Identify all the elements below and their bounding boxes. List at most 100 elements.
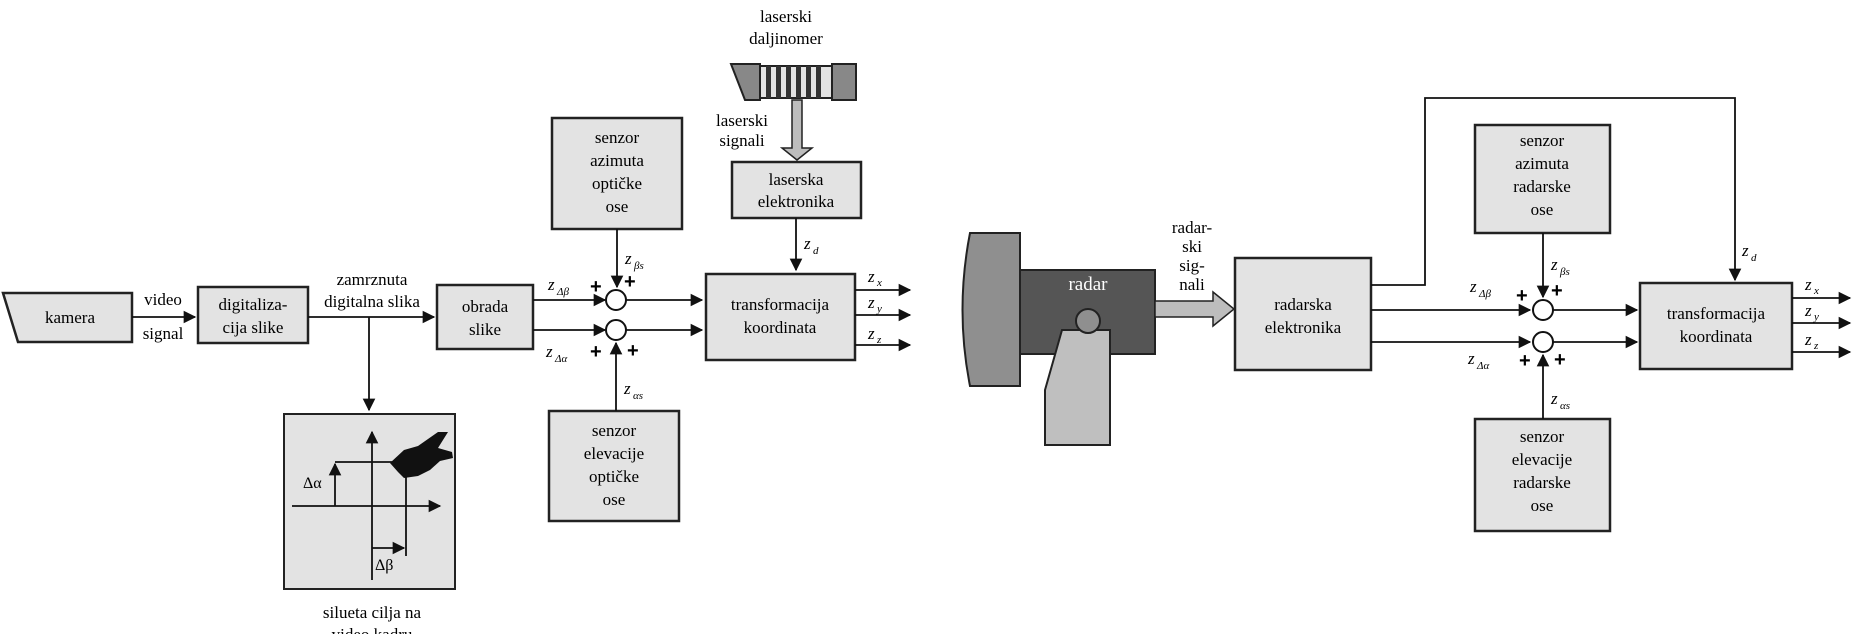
svg-text:transformacija: transformacija — [731, 295, 830, 314]
rangefinder-label-1: laserski — [760, 7, 812, 26]
radar-signals-label-1: radar- — [1172, 218, 1213, 237]
plus-sign: + — [627, 340, 639, 362]
z-beta-s-label: z βs — [624, 249, 644, 272]
svg-text:senzor: senzor — [1520, 427, 1565, 446]
svg-text:elevacije: elevacije — [584, 444, 644, 463]
z-delta-alpha-label: z Δα — [545, 342, 567, 365]
svg-text:z: z — [547, 275, 555, 294]
radar-z-alpha-s-label: z αs — [1550, 389, 1570, 412]
svg-text:y: y — [1813, 311, 1819, 323]
svg-text:senzor: senzor — [1520, 131, 1565, 150]
delta-alpha-label: Δα — [303, 475, 322, 492]
svg-text:z: z — [1804, 275, 1812, 294]
svg-text:optičke: optičke — [589, 467, 639, 486]
radar-azimuth-sensor-block: senzor azimuta radarske ose — [1473, 123, 1612, 235]
svg-text:ose: ose — [1531, 200, 1554, 219]
svg-text:z: z — [867, 267, 875, 286]
svg-text:z: z — [876, 334, 882, 346]
svg-text:senzor: senzor — [595, 128, 640, 147]
svg-text:z: z — [1467, 349, 1475, 368]
plus-sign: + — [1519, 350, 1531, 372]
svg-text:ose: ose — [603, 490, 626, 509]
digitization-label-1: digitaliza- — [219, 295, 288, 314]
svg-text:z: z — [867, 324, 875, 343]
svg-text:αs: αs — [633, 390, 643, 402]
optical-elevation-sensor-block: senzor elevacije optičke ose — [547, 409, 681, 523]
laser-signal-arrow — [779, 99, 815, 161]
svg-text:z: z — [1741, 241, 1749, 260]
svg-text:Δβ: Δβ — [1478, 288, 1491, 300]
camera-label: kamera — [45, 308, 95, 327]
svg-text:z: z — [623, 379, 631, 398]
silhouette-caption-1: silueta cilja na — [323, 603, 422, 622]
plus-sign: + — [1551, 280, 1563, 302]
svg-text:radarske: radarske — [1513, 177, 1571, 196]
plus-sign: + — [1516, 285, 1528, 307]
svg-text:z: z — [1550, 255, 1558, 274]
svg-text:βs: βs — [633, 260, 644, 272]
svg-text:y: y — [876, 303, 882, 315]
svg-text:αs: αs — [1560, 400, 1570, 412]
plus-sign: + — [624, 271, 636, 293]
radar-azimuth-sum-junction — [1532, 299, 1554, 321]
svg-text:koordinata: koordinata — [744, 318, 817, 337]
rangefinder-label-2: daljinomer — [749, 29, 823, 48]
radar-antenna-icon: radar — [961, 232, 1156, 446]
radar-electronics-block: radarska elektronika — [1233, 256, 1373, 372]
svg-text:x: x — [1813, 285, 1819, 297]
silhouette-caption-2: video kadru — [332, 625, 413, 634]
image-processing-block: obrada slike — [435, 283, 535, 351]
laser-signals-label-1: laserski — [716, 111, 768, 130]
processing-label-2: slike — [469, 320, 501, 339]
radar-elevation-sum-junction — [1532, 331, 1554, 353]
svg-text:z: z — [1813, 340, 1819, 352]
svg-text:d: d — [813, 245, 819, 257]
z-alpha-s-label: z αs — [623, 379, 643, 402]
optical-transformation-block: transformacija koordinata — [704, 272, 857, 362]
radar-label: radar — [1068, 274, 1108, 295]
radar-zx-label: z x — [1804, 275, 1819, 297]
zx-label: z x — [867, 267, 882, 289]
laser-signals-label-2: signali — [719, 131, 765, 150]
laser-rangefinder-icon — [729, 63, 857, 101]
optical-tracking-diagram: kamera video signal digitaliza- cija sli… — [1, 7, 912, 634]
elevation-sum-junction — [605, 319, 627, 341]
digitization-label-2: cija slike — [223, 318, 284, 337]
video-signal-label-1: video — [144, 290, 182, 309]
svg-text:radarske: radarske — [1513, 473, 1571, 492]
radar-z-delta-beta-label: z Δβ — [1469, 277, 1491, 300]
silhouette-frame: Δα Δβ — [283, 413, 456, 590]
zy-label: z y — [867, 293, 882, 315]
radar-signals-label-2: ski — [1182, 237, 1202, 256]
svg-text:elevacije: elevacije — [1512, 450, 1572, 469]
svg-text:d: d — [1751, 252, 1757, 264]
radar-z-d-label: z d — [1741, 241, 1757, 264]
frozen-image-label-1: zamrznuta — [337, 270, 408, 289]
svg-text:optičke: optičke — [592, 174, 642, 193]
svg-text:z: z — [545, 342, 553, 361]
zz-label: z z — [867, 324, 882, 346]
svg-text:senzor: senzor — [592, 421, 637, 440]
svg-text:laserska: laserska — [769, 170, 824, 189]
svg-text:Δα: Δα — [1476, 360, 1489, 372]
svg-text:transformacija: transformacija — [1667, 304, 1766, 323]
radar-signal-arrow — [1154, 290, 1236, 328]
radar-distance-line — [1371, 97, 1742, 286]
svg-text:z: z — [1804, 301, 1812, 320]
svg-text:z: z — [803, 234, 811, 253]
svg-text:Δα: Δα — [554, 353, 567, 365]
azimuth-sum-junction — [605, 289, 627, 311]
processing-label-1: obrada — [462, 297, 509, 316]
digitization-block: digitaliza- cija slike — [196, 285, 310, 345]
video-signal-label-2: signal — [143, 324, 184, 343]
plus-sign: + — [590, 276, 602, 298]
radar-elevation-sensor-block: senzor elevacije radarske ose — [1473, 417, 1612, 533]
svg-text:x: x — [876, 277, 882, 289]
radar-zy-label: z y — [1804, 301, 1819, 323]
svg-text:elektronika: elektronika — [1265, 318, 1342, 337]
svg-text:azimuta: azimuta — [1515, 154, 1569, 173]
svg-text:z: z — [1469, 277, 1477, 296]
camera-block: kamera — [1, 291, 134, 344]
radar-z-beta-s-label: z βs — [1550, 255, 1570, 278]
